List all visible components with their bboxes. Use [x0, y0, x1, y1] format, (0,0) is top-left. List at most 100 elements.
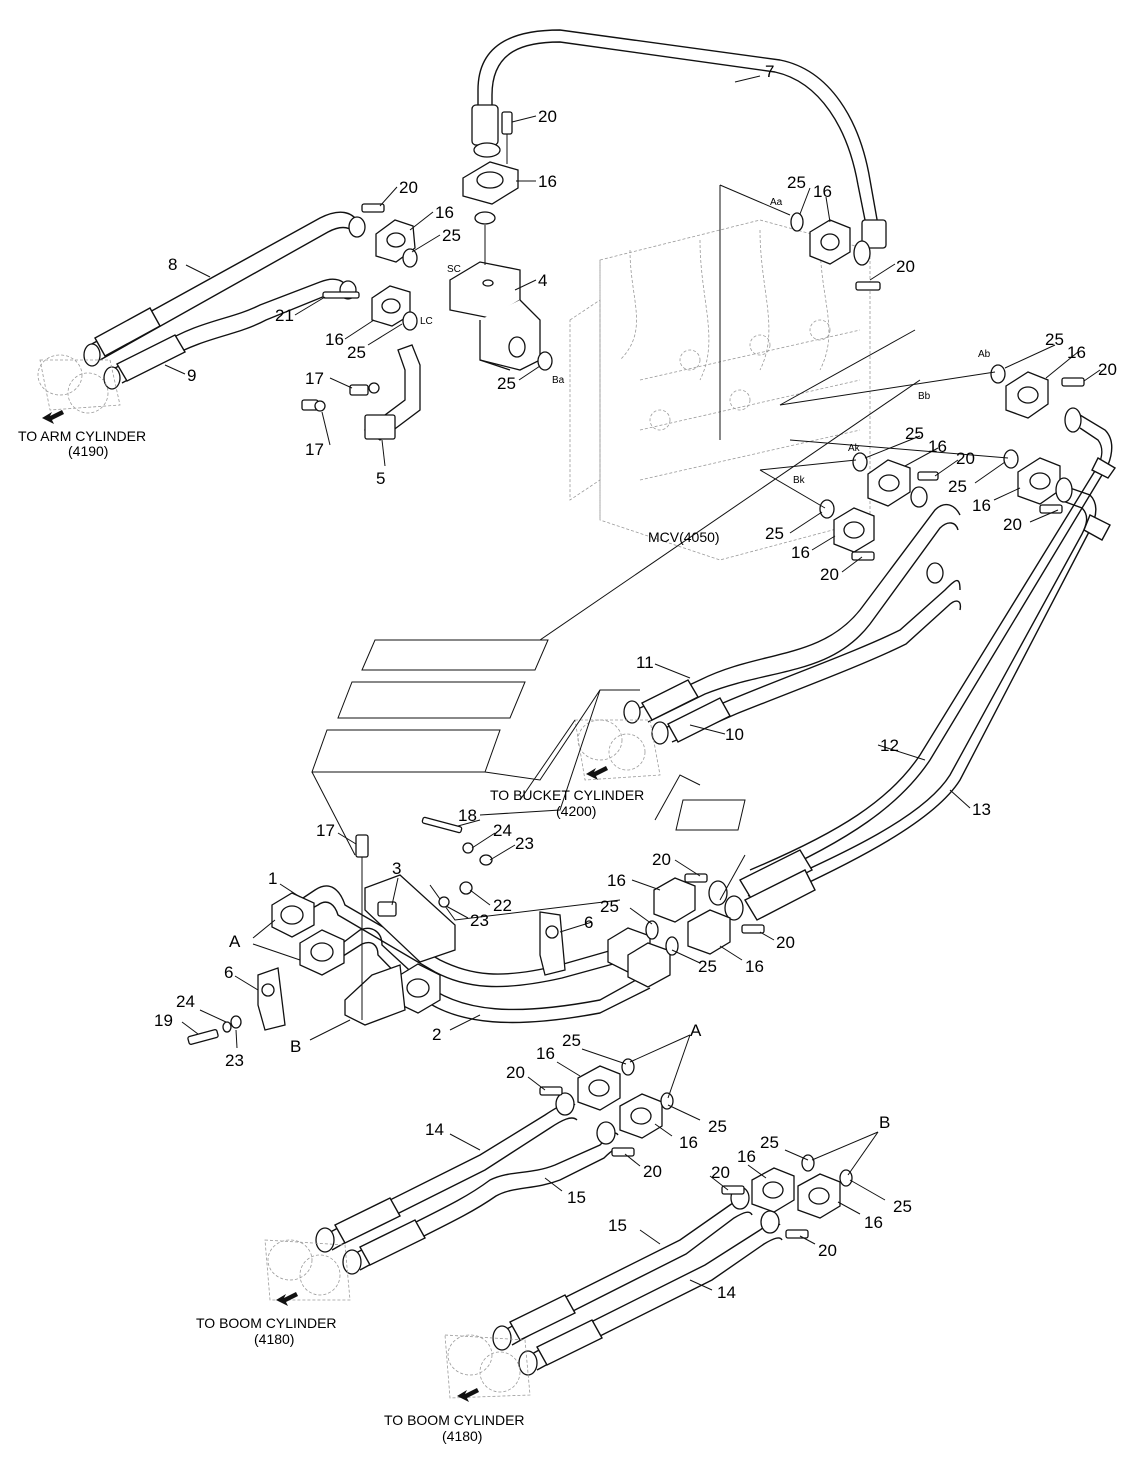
port-label-ab: Ab: [978, 349, 991, 360]
callout-16: 16: [813, 182, 832, 201]
mcv-body: [569, 219, 871, 561]
hose-12: [749, 407, 1117, 881]
callout-20: 20: [711, 1163, 730, 1182]
port-label-bk: Bk: [793, 475, 806, 486]
callout-25: 25: [708, 1117, 727, 1136]
caption-mcv: MCV(4050): [648, 529, 720, 545]
callout-3: 3: [392, 859, 401, 878]
callout-20: 20: [1098, 360, 1117, 379]
callout-16: 16: [928, 437, 947, 456]
callout-16: 16: [972, 496, 991, 515]
arrow-down-left-icon: [276, 1292, 298, 1306]
callout-25: 25: [893, 1197, 912, 1216]
callout-15: 15: [567, 1188, 586, 1207]
callout-11: 11: [636, 653, 654, 672]
callout-25: 25: [347, 343, 366, 362]
callout-16: 16: [435, 203, 454, 222]
callout-20: 20: [1003, 515, 1022, 534]
hose-8: [83, 211, 366, 367]
callout-20: 20: [820, 565, 839, 584]
callout-17: 17: [305, 369, 324, 388]
callout-7: 7: [765, 62, 774, 81]
callout-12: 12: [880, 736, 899, 755]
caption-boom-cylinder-1: TO BOOM CYLINDER: [196, 1315, 337, 1331]
valve-block-4: [449, 225, 541, 371]
callout-23: 23: [515, 834, 534, 853]
callout-25: 25: [1045, 330, 1064, 349]
hose-14-right: [518, 1210, 783, 1376]
bolt-17-lower: [355, 834, 369, 1020]
port-label-aa: Aa: [770, 197, 783, 208]
callout-20: 20: [643, 1162, 662, 1181]
callout-20: 20: [956, 449, 975, 468]
hose-10: [651, 562, 962, 745]
callout-25: 25: [698, 957, 717, 976]
callout-16: 16: [607, 871, 626, 890]
orings-arm: [402, 248, 553, 371]
callout-15: 15: [608, 1216, 627, 1235]
bolts-arm: [322, 203, 385, 299]
callout-18: 18: [458, 806, 477, 825]
callout-16: 16: [536, 1044, 555, 1063]
callout-25: 25: [787, 173, 806, 192]
flanges-left-set: [539, 1058, 674, 1157]
callout-20: 20: [652, 850, 671, 869]
callout-6: 6: [224, 963, 233, 982]
oring-25-top: [474, 211, 496, 225]
callout-8: 8: [168, 255, 177, 274]
callout-16: 16: [737, 1147, 756, 1166]
callout-20: 20: [776, 933, 795, 952]
callout-10: 10: [725, 725, 744, 744]
callout-25: 25: [600, 897, 619, 916]
bolt-17-set: [301, 382, 380, 412]
port-label-ba: Ba: [552, 375, 565, 386]
bolt-19-set: [187, 1015, 242, 1045]
hose-7: [471, 29, 887, 249]
mcv-right-fittings: [790, 212, 1085, 561]
callout-1: 1: [268, 869, 277, 888]
hose-12-13-ends: [708, 849, 816, 921]
callout-25: 25: [760, 1133, 779, 1152]
callout-16: 16: [679, 1133, 698, 1152]
caption-boom-cylinder-2: TO BOOM CYLINDER: [384, 1412, 525, 1428]
callout-25: 25: [442, 226, 461, 245]
caption-arm-code: (4190): [68, 443, 108, 459]
caption-boom-code-2: (4180): [442, 1428, 482, 1444]
arrow-down-left-icon: [42, 410, 64, 424]
arrow-down-left-icon: [457, 1388, 479, 1402]
callout-21: 21: [275, 306, 294, 325]
callout-19: 19: [154, 1011, 173, 1030]
callout-16: 16: [791, 543, 810, 562]
callout-24: 24: [493, 821, 512, 840]
callout-16: 16: [1067, 343, 1086, 362]
caption-bucket-cylinder: TO BUCKET CYLINDER: [490, 787, 644, 803]
caption-bucket-code: (4200): [556, 803, 596, 819]
callout-20: 20: [896, 257, 915, 276]
arm-cylinder-ghost: [37, 354, 121, 414]
callout-2: 2: [432, 1025, 441, 1044]
callout-B: B: [290, 1037, 301, 1056]
arrow-down-left-icon: [586, 766, 608, 780]
middle-flanges: [645, 873, 765, 956]
callout-16: 16: [538, 172, 557, 191]
callout-25: 25: [905, 424, 924, 443]
callout-25: 25: [562, 1031, 581, 1050]
port-labels: SC LC Ba Aa Ab Bb Ak Bk: [420, 197, 991, 486]
callout-20: 20: [538, 107, 557, 126]
callout-20: 20: [506, 1063, 525, 1082]
captions: TO ARM CYLINDER (4190) MCV(4050) TO BUCK…: [18, 428, 720, 1444]
hose-11: [623, 486, 961, 724]
callout-17: 17: [305, 440, 324, 459]
callout-14: 14: [717, 1283, 736, 1302]
callout-5: 5: [376, 469, 385, 488]
bracket-5: [363, 344, 421, 441]
pipe-ends-right: [607, 927, 671, 988]
flange-16-top: [462, 142, 519, 205]
callout-22: 22: [493, 896, 512, 915]
bolt-18: [421, 816, 493, 908]
callout-6: 6: [584, 913, 593, 932]
clamp-6-lower: [257, 967, 286, 1031]
hose-13: [747, 477, 1111, 906]
